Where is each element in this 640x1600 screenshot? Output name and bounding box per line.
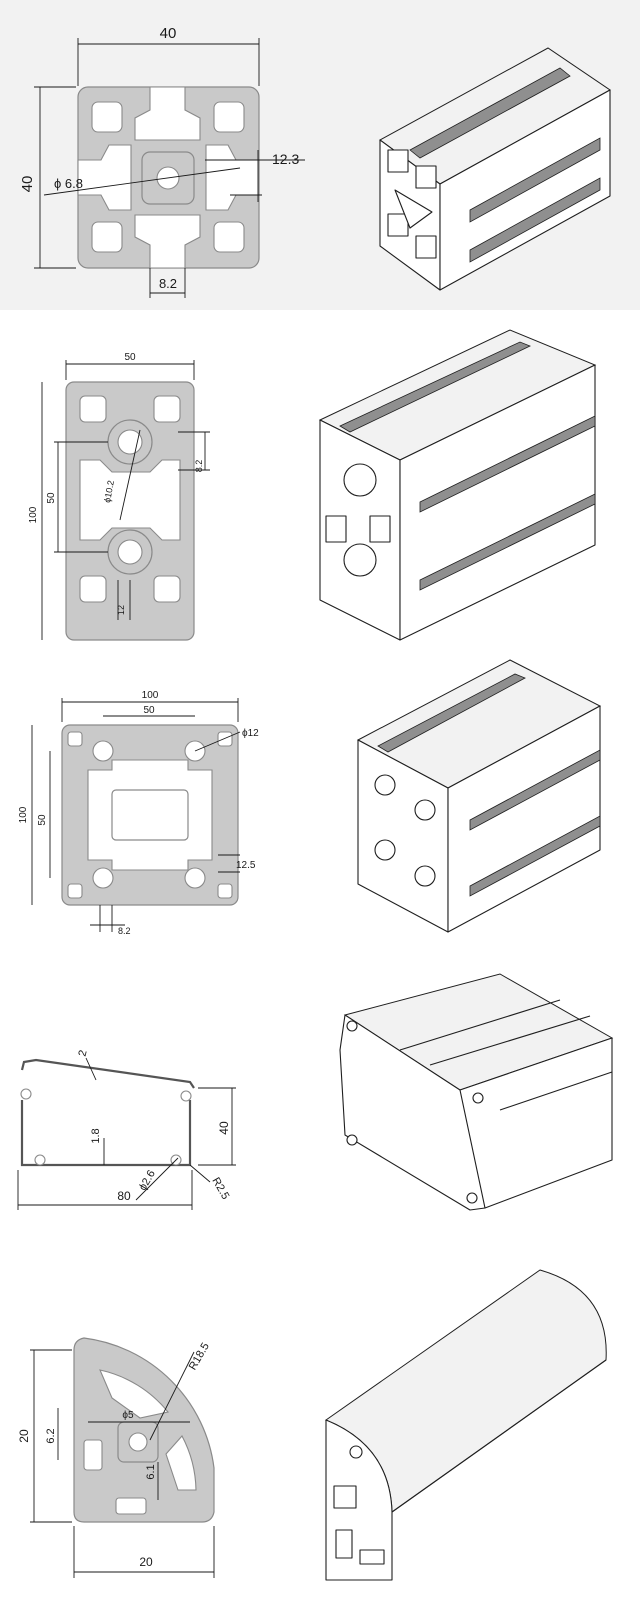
corner-radius-label: R2.5 bbox=[209, 1176, 231, 1202]
profile-100x100-drawing: 100 50 100 50 ϕ12 12.5 8.2 bbox=[18, 659, 602, 936]
slot-depth-label: 12.3 bbox=[272, 151, 299, 167]
quarter-round-drawing: R18.5 20 6.2 ϕ5 6.1 20 bbox=[17, 1269, 607, 1581]
duct-profile-panel: 2 40 1.8 80 ϕ2.6 R2.5 bbox=[0, 960, 640, 1220]
quarter-round-section bbox=[73, 1337, 215, 1523]
hole-diameter-label: ϕ2.6 bbox=[137, 1168, 158, 1193]
profile-50x100-panel: 50 100 50 ϕ10.2 8.2 12 bbox=[0, 320, 640, 645]
height-label: 40 bbox=[19, 176, 36, 193]
hole-diameter-label: ϕ10.2 bbox=[102, 480, 116, 504]
slot-width-label: 8.2 bbox=[118, 926, 131, 936]
height-label: 20 bbox=[17, 1429, 31, 1443]
profile-50x100-drawing: 50 100 50 ϕ10.2 8.2 12 bbox=[28, 329, 597, 641]
profile-100x100-section bbox=[61, 724, 239, 906]
duct-profile-isometric bbox=[339, 973, 614, 1211]
profile-100x100-isometric bbox=[356, 659, 602, 933]
inner-height-label: 50 bbox=[37, 814, 48, 826]
profile-100x100-panel: 100 50 100 50 ϕ12 12.5 8.2 bbox=[0, 650, 640, 940]
profile-40x40-drawing: 40 40 ϕ 6.8 12.3 8.2 bbox=[19, 25, 611, 298]
wall-thickness-label: 2 bbox=[77, 1049, 90, 1058]
profile-50x100-section bbox=[65, 381, 195, 641]
inner-width-label: 50 bbox=[143, 705, 155, 716]
offset-label: 6.2 bbox=[45, 1428, 57, 1443]
profile-40x40-panel: 40 40 ϕ 6.8 12.3 8.2 bbox=[0, 0, 640, 310]
profile-50x100-dimensions: 50 100 50 ϕ10.2 8.2 12 bbox=[28, 352, 210, 640]
hole-diameter-label: ϕ5 bbox=[122, 1410, 134, 1421]
inner-wall-label: 1.8 bbox=[90, 1128, 102, 1143]
quarter-round-panel: R18.5 20 6.2 ϕ5 6.1 20 bbox=[0, 1250, 640, 1600]
height-label: 40 bbox=[217, 1121, 231, 1135]
radius-label: R18.5 bbox=[187, 1341, 212, 1372]
hole-diameter-label: ϕ12 bbox=[242, 728, 259, 739]
height-label: 100 bbox=[28, 506, 39, 523]
width-label: 40 bbox=[160, 25, 177, 42]
hole-diameter-label: ϕ 6.8 bbox=[54, 176, 83, 191]
profile-100x100-dimensions: 100 50 100 50 ϕ12 12.5 8.2 bbox=[18, 690, 259, 936]
slot-depth-label: 12 bbox=[116, 605, 126, 615]
depth-label: 6.1 bbox=[145, 1464, 157, 1479]
slot-width-label: 8.2 bbox=[159, 276, 177, 291]
profile-40x40-isometric bbox=[379, 47, 611, 291]
slot-width-label: 8.2 bbox=[194, 460, 204, 473]
slot-depth-label: 12.5 bbox=[236, 860, 256, 871]
duct-profile-drawing: 2 40 1.8 80 ϕ2.6 R2.5 bbox=[17, 973, 614, 1211]
width-label: 100 bbox=[142, 690, 159, 701]
profile-40x40-dimensions: 40 40 ϕ 6.8 12.3 8.2 bbox=[19, 25, 305, 298]
profile-50x100-isometric bbox=[318, 329, 597, 641]
width-label: 50 bbox=[124, 352, 136, 363]
duct-profile-section bbox=[20, 1058, 195, 1167]
width-label: 80 bbox=[117, 1189, 131, 1203]
width-label: 20 bbox=[139, 1555, 153, 1569]
quarter-round-isometric bbox=[324, 1269, 607, 1581]
profile-40x40-section bbox=[77, 86, 260, 269]
pitch-label: 50 bbox=[46, 492, 57, 504]
height-label: 100 bbox=[18, 806, 29, 823]
